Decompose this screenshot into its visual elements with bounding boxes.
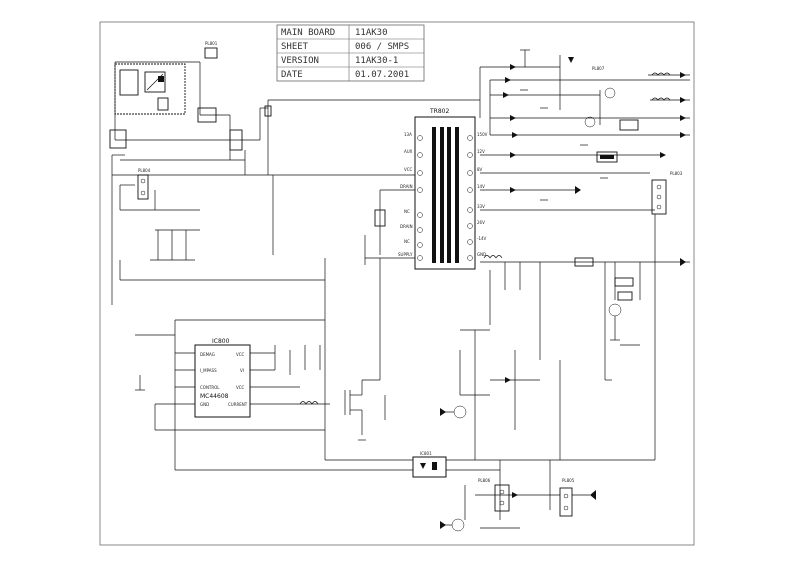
title-value-date: 01.07.2001 [355, 70, 409, 80]
tr-pin-left-1: 13A [404, 132, 412, 137]
switching-mosfet [344, 258, 386, 441]
plug-pl807-label: PL807 [592, 66, 605, 71]
tr-pin-right-7: -14V [477, 236, 487, 241]
regulation-section [480, 255, 690, 381]
title-label-main-board: MAIN BOARD [281, 28, 335, 38]
title-label-date: DATE [281, 70, 303, 80]
plug-pl805-label: PL805 [562, 478, 575, 483]
title-block: MAIN BOARD 11AK30 SHEET 006 / SMPS VERSI… [276, 24, 425, 82]
tr-pin-left-8: SUPPLY [398, 252, 413, 257]
tr-pin-left-7: NC [404, 239, 410, 244]
tr-pin-left-2: AUX [404, 149, 413, 154]
controller-pin-2: I_MPASS [200, 368, 217, 373]
tr-pin-right-8: GND [477, 252, 486, 257]
controller-pin-6: VCC [236, 385, 245, 390]
plug-pl804-label: PL804 [138, 168, 151, 173]
plug-pl801-label: PL801 [205, 41, 218, 46]
transformer-tr802-label: TR802 [429, 108, 449, 115]
feedback-section: IC801 PL806 PL805 [175, 262, 656, 532]
transformer-tr802: TR802 13A AUX VCC DRAIN NC DRAIN NC SUPP… [268, 99, 488, 460]
title-label-version: VERSION [281, 56, 319, 66]
title-value-version: 11AK30-1 [355, 56, 398, 66]
title-value-sheet: 006 / SMPS [355, 42, 409, 52]
tr-pin-right-6: 26V [477, 220, 485, 225]
controller-ic800-label: IC800 [212, 338, 230, 345]
tr-pin-left-3: VCC [404, 167, 413, 172]
optocoupler-ic801-label: IC801 [420, 451, 432, 456]
tr-pin-right-3: 8V [477, 167, 483, 172]
tr-pin-right-5: 33V [477, 204, 485, 209]
secondary-outputs: PL807 PL803 [479, 49, 690, 262]
controller-pin-4: GND [200, 402, 209, 407]
controller-pin-7: VI [240, 368, 244, 373]
controller-pin-3: CONTROL [200, 385, 220, 390]
title-value-main-board: 11AK30 [355, 28, 388, 38]
tr-pin-right-4: 14V [477, 184, 485, 189]
controller-pin-1: DEMAG [200, 352, 215, 357]
plug-pl806-label: PL806 [478, 478, 491, 483]
tr-pin-left-6: DRAIN [400, 224, 413, 229]
tr-pin-left-5: NC [404, 209, 410, 214]
controller-pin-8: VCC [236, 352, 245, 357]
title-label-sheet: SHEET [281, 42, 309, 52]
mains-input-section: PL801 PL804 [109, 41, 415, 305]
tr-pin-left-4: DRAIN [400, 184, 413, 189]
tr-pin-right-1: 150V [477, 132, 488, 137]
controller-part-number: MC44608 [200, 393, 229, 400]
controller-ic800: IC800 DEMAG I_MPASS CONTROL GND VCC VI V… [135, 319, 330, 470]
controller-pin-5: CURRENT [228, 402, 248, 407]
sheet-frame [99, 21, 695, 546]
tr-pin-right-2: 12V [477, 149, 485, 154]
plug-pl803-label: PL803 [670, 171, 683, 176]
